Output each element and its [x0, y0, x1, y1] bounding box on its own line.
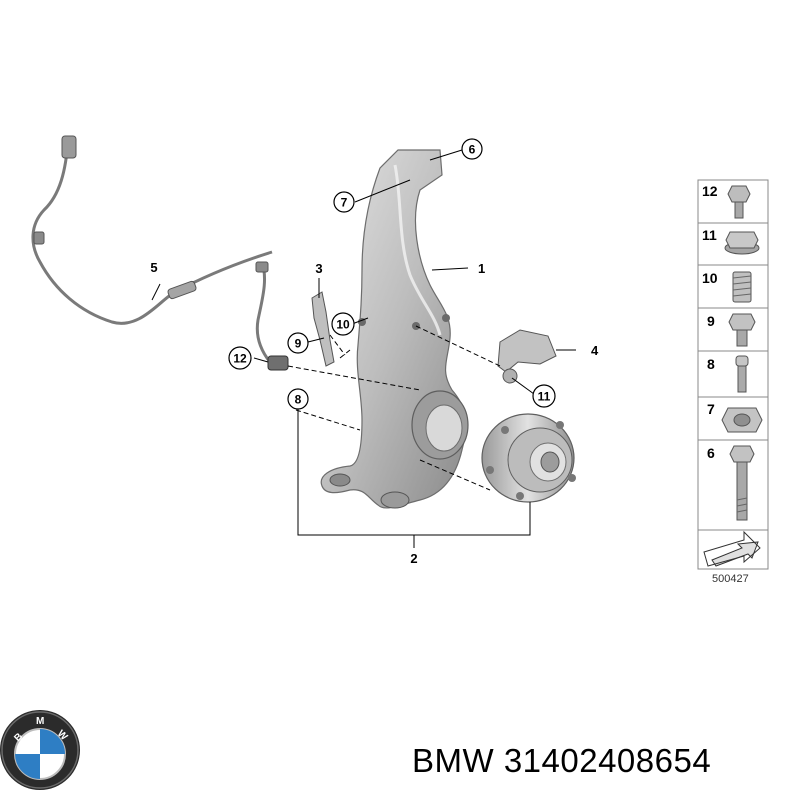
arrow-icon	[703, 530, 761, 567]
label-3: 3	[315, 261, 322, 276]
label-1: 1	[478, 261, 485, 276]
callout-12: 12	[228, 346, 252, 370]
svg-text:10: 10	[336, 318, 350, 332]
label-2: 2	[410, 551, 417, 566]
hex-bolt-icon	[728, 313, 756, 347]
callout-9: 9	[287, 332, 309, 354]
legend-label-9: 9	[707, 313, 715, 329]
flange-bolt-icon	[727, 185, 751, 219]
legend-label-12: 12	[702, 183, 718, 199]
diagram-number: 500427	[712, 573, 749, 585]
part-number-text: BMW 31402408654	[412, 742, 712, 779]
leader-lines	[151, 149, 576, 548]
legend-label-11: 11	[702, 227, 717, 243]
svg-text:9: 9	[295, 337, 302, 351]
svg-text:11: 11	[538, 390, 551, 404]
svg-text:8: 8	[295, 393, 302, 407]
nut-icon	[721, 407, 763, 433]
legend-label-7: 7	[707, 401, 715, 417]
svg-text:M: M	[36, 716, 44, 727]
callout-10: 10	[331, 312, 355, 336]
wheel-hub	[481, 413, 576, 503]
svg-text:12: 12	[233, 352, 247, 366]
legend-label-8: 8	[707, 356, 715, 372]
legend-label-10: 10	[702, 270, 718, 286]
label-5: 5	[150, 260, 157, 275]
hex-nut-icon	[724, 231, 760, 255]
socket-screw-icon	[735, 355, 749, 393]
steering-knuckle	[320, 149, 469, 509]
callout-7: 7	[333, 191, 355, 213]
threaded-insert-icon	[732, 271, 752, 303]
bmw-roundel-logo: B M W	[0, 710, 80, 790]
callout-6: 6	[461, 138, 483, 160]
abs-sensor-cable	[31, 135, 289, 371]
svg-text:6: 6	[469, 143, 476, 157]
fastener-legend: 12 11 10 9 8 7 6	[697, 179, 769, 570]
legend-label-6: 6	[707, 445, 715, 461]
callout-8: 8	[287, 388, 309, 410]
sensor-bracket	[311, 291, 335, 367]
brake-line-bracket	[497, 329, 557, 384]
long-bolt-icon	[729, 445, 755, 521]
label-4: 4	[591, 343, 599, 358]
svg-text:7: 7	[341, 196, 348, 210]
assembly-lines	[287, 325, 501, 491]
callout-11: 11	[532, 384, 556, 408]
